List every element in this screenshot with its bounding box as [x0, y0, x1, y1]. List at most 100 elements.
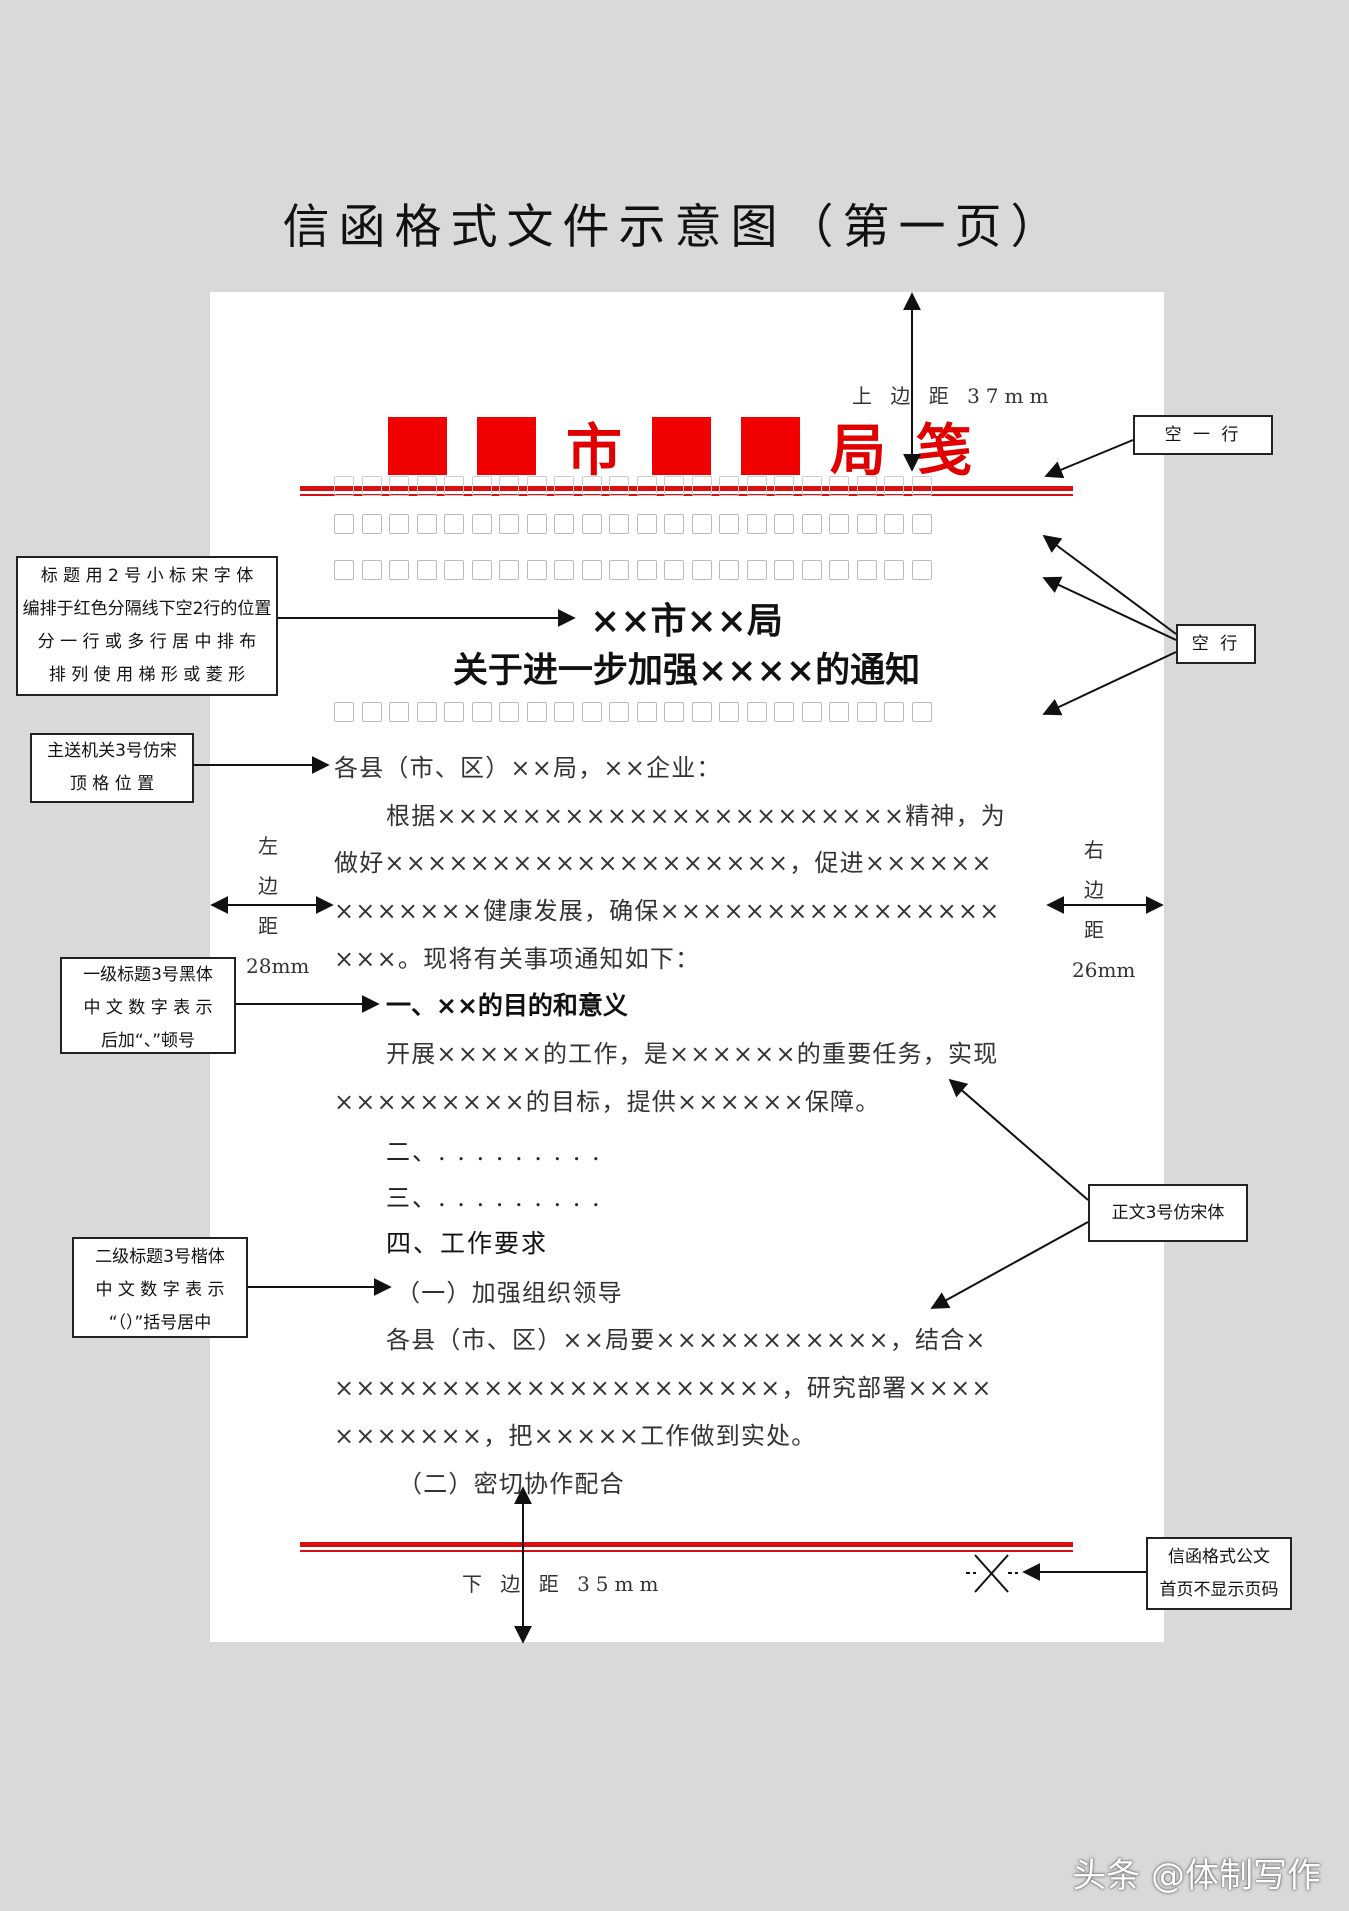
blank-char-box — [581, 476, 602, 496]
blank-char-box — [746, 560, 767, 580]
note-line: 主送机关3号仿宋 — [47, 741, 177, 761]
blank-char-box — [719, 702, 739, 722]
document-paper — [210, 292, 1164, 1642]
note-line: 编排于红色分隔线下空2行的位置 — [22, 599, 272, 619]
blank-char-box — [664, 514, 684, 534]
blank-char-box — [719, 476, 739, 496]
blank-char-box — [554, 476, 574, 496]
blank-char-box — [856, 476, 877, 496]
blank-line-row-2 — [334, 514, 939, 538]
blank-char-box — [554, 560, 574, 580]
blank-char-box — [746, 514, 767, 534]
blank-char-box — [911, 476, 932, 496]
blank-char-box — [471, 514, 492, 534]
note-heading2-format: 二级标题3号楷体 中 文 数 字 表 示 “（）”括号居中 — [72, 1237, 248, 1338]
blank-char-box — [581, 560, 602, 580]
body-text-line: 各县（市、区）××局要×××××××××××，结合× — [386, 1326, 987, 1354]
blank-char-box — [361, 560, 382, 580]
blank-char-box — [856, 702, 877, 722]
note-heading1-format: 一级标题3号黑体 中 文 数 字 表 示 后加“、”顿号 — [60, 957, 236, 1054]
red-separator-bottom-thick — [300, 1542, 1073, 1547]
placeholder-block-1 — [388, 417, 447, 475]
blank-line-row-1 — [334, 476, 939, 500]
blank-char-box — [911, 560, 932, 580]
note-line: 顶 格 位 置 — [69, 774, 155, 794]
blank-char-box — [636, 702, 657, 722]
blank-char-box — [719, 560, 739, 580]
note-page-number: 信函格式公文 首页不显示页码 — [1146, 1537, 1292, 1610]
blank-char-box — [829, 476, 849, 496]
blank-char-box — [691, 476, 712, 496]
body-text-line: 做好×××××××××××××××××××，促进×××××× — [334, 849, 993, 877]
blank-char-box — [746, 702, 767, 722]
blank-char-box — [334, 560, 354, 580]
blank-char-box — [389, 702, 409, 722]
blank-char-box — [526, 560, 547, 580]
doc-title-line1: ××市××局 — [590, 600, 783, 642]
blank-char-box — [554, 702, 574, 722]
blank-char-box — [856, 560, 877, 580]
blank-char-box — [774, 514, 794, 534]
blank-char-box — [856, 514, 877, 534]
blank-char-box — [389, 514, 409, 534]
note-line: 分 一 行 或 多 行 居 中 排 布 — [37, 632, 257, 652]
blank-char-box — [664, 476, 684, 496]
blank-char-box — [416, 702, 437, 722]
blank-char-box — [581, 702, 602, 722]
blank-char-box — [884, 702, 904, 722]
note-line: 后加“、”顿号 — [100, 1031, 196, 1051]
red-separator-top-thick — [300, 486, 1073, 491]
blank-char-box — [389, 560, 409, 580]
blank-line-row-4 — [334, 702, 939, 726]
blank-char-box — [416, 514, 437, 534]
blank-char-box — [911, 702, 932, 722]
blank-one-line-arrow — [1044, 439, 1134, 479]
body-text-line: ×××××××××的目标，提供××××××保障。 — [334, 1088, 881, 1116]
blank-char-box — [801, 476, 822, 496]
body-note-arrow — [930, 1221, 1089, 1309]
note-blank-lines: 空 行 — [1176, 624, 1256, 664]
blank-char-box — [499, 476, 519, 496]
body-text-line: ×××××××健康发展，确保×××××××××××××××× — [334, 897, 1001, 925]
note-line: 中 文 数 字 表 示 — [95, 1280, 225, 1300]
letterhead: 市 局 笺 — [388, 408, 1002, 484]
left-margin-char: 边 — [258, 874, 278, 898]
heading-level1: 二、. . . . . . . . . — [386, 1138, 602, 1166]
no-page-number-cross — [966, 1554, 1018, 1593]
blank-char-box — [361, 476, 382, 496]
letterhead-char-paper: 笺 — [916, 417, 972, 484]
blank-char-box — [416, 476, 437, 496]
watermark-text: 头条 @体制写作 — [1072, 1856, 1321, 1896]
blank-lines-arrow — [1042, 651, 1177, 716]
blank-char-box — [801, 514, 822, 534]
blank-char-box — [609, 476, 629, 496]
bottom-margin-label: 下 边 距 35mm — [462, 1572, 665, 1596]
blank-char-box — [609, 514, 629, 534]
left-margin-char: 左 — [258, 834, 278, 858]
blank-lines-arrow — [1042, 534, 1177, 635]
blank-char-box — [499, 560, 519, 580]
body-note-arrow — [948, 1078, 1089, 1201]
note-line: 中 文 数 字 表 示 — [83, 998, 213, 1018]
note-blank-one-line: 空 一 行 — [1133, 415, 1273, 455]
note-line: 信函格式公文 — [1168, 1547, 1270, 1567]
left-margin-char: 距 — [258, 914, 278, 938]
note-line: 标 题 用 2 号 小 标 宋 字 体 — [40, 566, 254, 586]
blank-char-box — [334, 476, 354, 496]
note-line: 首页不显示页码 — [1159, 1580, 1279, 1600]
addressee: 各县（市、区）××局，××企业： — [334, 754, 722, 782]
placeholder-block-4 — [741, 417, 800, 475]
blank-char-box — [444, 514, 464, 534]
right-margin-char: 右 — [1084, 838, 1104, 862]
blank-char-box — [581, 514, 602, 534]
blank-char-box — [884, 514, 904, 534]
blank-char-box — [609, 560, 629, 580]
blank-char-box — [636, 560, 657, 580]
blank-char-box — [526, 514, 547, 534]
blank-char-box — [664, 702, 684, 722]
blank-char-box — [691, 702, 712, 722]
blank-char-box — [361, 702, 382, 722]
blank-char-box — [801, 560, 822, 580]
blank-char-box — [829, 702, 849, 722]
